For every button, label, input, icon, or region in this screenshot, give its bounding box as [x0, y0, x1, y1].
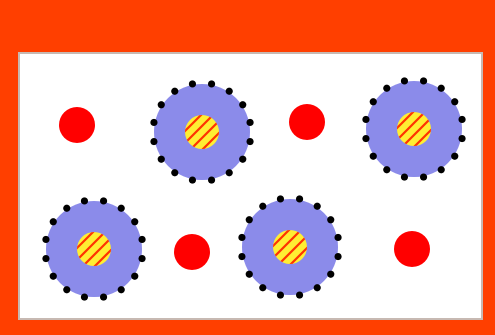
- surface-dot: [451, 153, 458, 160]
- surface-dot: [370, 153, 377, 160]
- surface-dot: [131, 218, 138, 225]
- surface-dot: [208, 176, 215, 183]
- surface-dot: [296, 291, 303, 298]
- surface-dot: [239, 156, 246, 163]
- particle-core: [397, 112, 431, 146]
- diagram-panel: [18, 52, 483, 320]
- surface-dot: [131, 273, 138, 280]
- surface-dot: [189, 176, 196, 183]
- surface-dot: [246, 271, 253, 278]
- red-particle-icon: [394, 231, 430, 267]
- coated-particles-layer: [42, 77, 465, 300]
- surface-dot: [81, 197, 88, 204]
- surface-dot: [296, 195, 303, 202]
- coated-particle-icon: [238, 195, 341, 298]
- surface-dot: [238, 234, 245, 241]
- surface-dot: [118, 205, 125, 212]
- surface-dot: [138, 236, 145, 243]
- red-particle-icon: [59, 107, 95, 143]
- surface-dot: [277, 195, 284, 202]
- surface-dot: [327, 216, 334, 223]
- surface-dot: [259, 284, 266, 291]
- surface-dot: [458, 135, 465, 142]
- surface-dot: [81, 293, 88, 300]
- surface-dot: [334, 234, 341, 241]
- surface-dot: [100, 197, 107, 204]
- surface-dot: [158, 156, 165, 163]
- particle-core: [273, 230, 307, 264]
- particle-core: [77, 232, 111, 266]
- coated-particle-icon: [150, 80, 253, 183]
- surface-dot: [63, 205, 70, 212]
- surface-dot: [150, 119, 157, 126]
- surface-dot: [259, 203, 266, 210]
- surface-dot: [420, 173, 427, 180]
- surface-dot: [314, 284, 321, 291]
- red-particle-icon: [174, 234, 210, 270]
- surface-dot: [100, 293, 107, 300]
- surface-dot: [327, 271, 334, 278]
- coated-particle-icon: [362, 77, 465, 180]
- surface-dot: [138, 255, 145, 262]
- surface-dot: [171, 169, 178, 176]
- surface-dot: [438, 85, 445, 92]
- surface-dot: [42, 255, 49, 262]
- particle-core: [185, 115, 219, 149]
- surface-dot: [150, 138, 157, 145]
- surface-dot: [401, 173, 408, 180]
- surface-dot: [362, 135, 369, 142]
- surface-dot: [383, 166, 390, 173]
- surface-dot: [171, 88, 178, 95]
- surface-dot: [226, 169, 233, 176]
- surface-dot: [246, 138, 253, 145]
- top-band: [0, 0, 495, 40]
- surface-dot: [63, 286, 70, 293]
- coated-particle-icon: [42, 197, 145, 300]
- surface-dot: [370, 98, 377, 105]
- surface-dot: [420, 77, 427, 84]
- surface-dot: [362, 116, 369, 123]
- surface-dot: [277, 291, 284, 298]
- surface-dot: [42, 236, 49, 243]
- surface-dot: [239, 101, 246, 108]
- surface-dot: [50, 218, 57, 225]
- surface-dot: [246, 216, 253, 223]
- diagram-canvas: [20, 54, 481, 318]
- surface-dot: [50, 273, 57, 280]
- surface-dot: [238, 253, 245, 260]
- red-particle-icon: [289, 104, 325, 140]
- surface-dot: [438, 166, 445, 173]
- surface-dot: [189, 80, 196, 87]
- surface-dot: [383, 85, 390, 92]
- surface-dot: [451, 98, 458, 105]
- surface-dot: [226, 88, 233, 95]
- surface-dot: [401, 77, 408, 84]
- surface-dot: [334, 253, 341, 260]
- surface-dot: [208, 80, 215, 87]
- surface-dot: [118, 286, 125, 293]
- surface-dot: [458, 116, 465, 123]
- surface-dot: [246, 119, 253, 126]
- surface-dot: [158, 101, 165, 108]
- surface-dot: [314, 203, 321, 210]
